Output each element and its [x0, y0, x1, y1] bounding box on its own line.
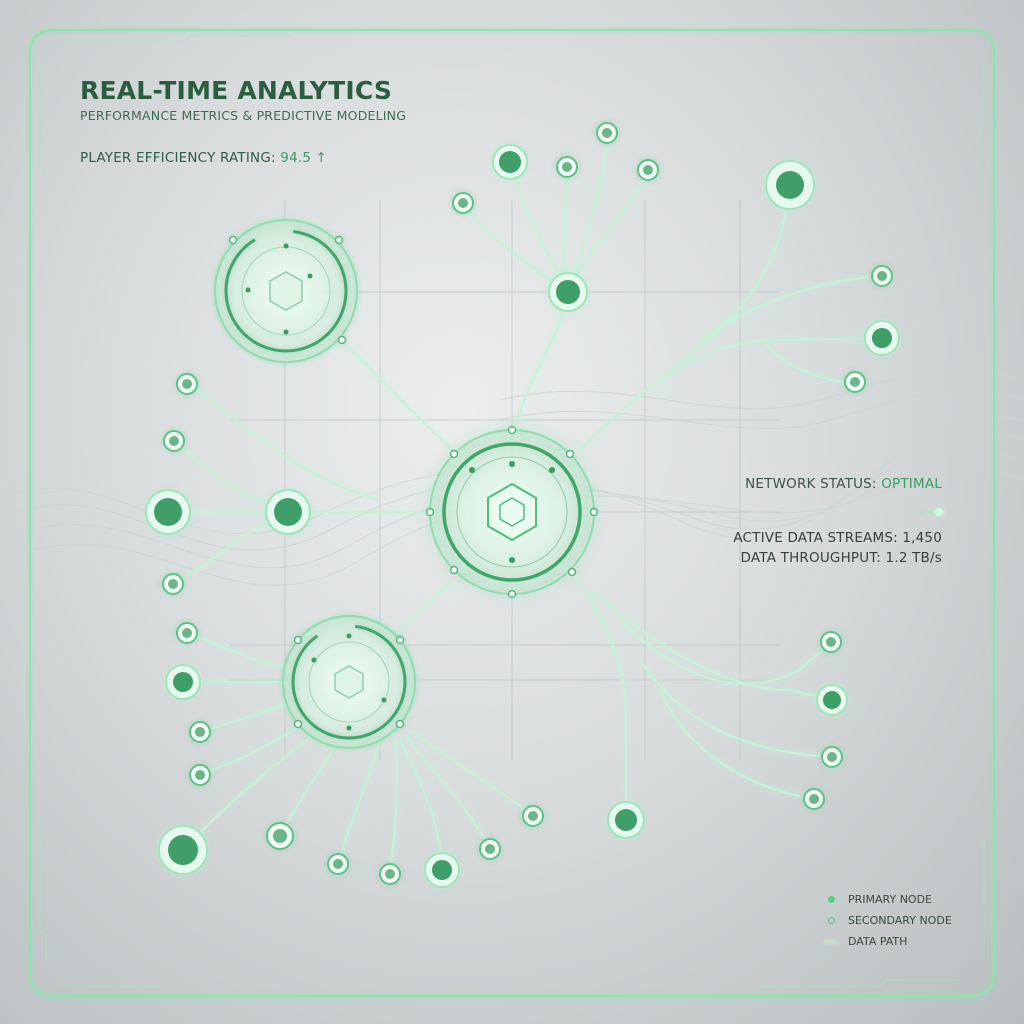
- status-label: NETWORK STATUS:: [745, 476, 877, 492]
- secondary-node: [452, 192, 474, 214]
- secondary-node: [162, 573, 184, 595]
- primary-node: [548, 272, 588, 312]
- primary-node: [765, 160, 815, 210]
- secondary-node: [844, 371, 866, 393]
- secondary-node: [189, 721, 211, 743]
- legend-primary-label: PRIMARY NODE: [848, 893, 932, 906]
- secondary-node: [596, 122, 618, 144]
- secondary-node: [163, 430, 185, 452]
- per-label: PLAYER EFFICIENCY RATING:: [80, 150, 276, 166]
- legend-secondary: SECONDARY NODE: [824, 910, 952, 931]
- primary-node: [607, 801, 645, 839]
- legend-path-label: DATA PATH: [848, 935, 908, 948]
- secondary-node: [379, 863, 401, 885]
- primary-node: [864, 320, 900, 356]
- secondary-node: [522, 805, 544, 827]
- secondary-node: [821, 746, 843, 768]
- player-efficiency-rating: PLAYER EFFICIENCY RATING: 94.5 ↑: [80, 150, 327, 166]
- top-left-hub-node: [214, 219, 358, 363]
- status-value: OPTIMAL: [881, 476, 942, 492]
- secondary-node-icon: [824, 915, 838, 927]
- secondary-node: [176, 622, 198, 644]
- page-subtitle: PERFORMANCE METRICS & PREDICTIVE MODELIN…: [80, 108, 407, 123]
- secondary-node: [637, 159, 659, 181]
- primary-node: [265, 489, 311, 535]
- secondary-node: [803, 788, 825, 810]
- data-throughput: DATA THROUGHPUT: 1.2 TB/s: [740, 550, 942, 566]
- frame-border: [29, 29, 995, 997]
- primary-node-icon: [824, 894, 838, 906]
- primary-node: [165, 664, 201, 700]
- secondary-node: [871, 265, 893, 287]
- primary-node: [816, 684, 848, 716]
- central-hub-node: [425, 425, 599, 599]
- primary-node: [424, 852, 460, 888]
- primary-node: [492, 144, 528, 180]
- primary-node: [158, 825, 208, 875]
- bottom-left-hub-node: [282, 615, 416, 749]
- status-signal: [920, 508, 943, 516]
- legend-path: DATA PATH: [824, 931, 952, 952]
- page-title: REAL-TIME ANALYTICS: [80, 76, 393, 105]
- legend-primary: PRIMARY NODE: [824, 889, 952, 910]
- secondary-node: [189, 764, 211, 786]
- data-path-icon: [824, 936, 838, 948]
- per-value: 94.5 ↑: [280, 150, 328, 166]
- legend-secondary-label: SECONDARY NODE: [848, 914, 952, 927]
- active-data-streams: ACTIVE DATA STREAMS: 1,450: [733, 530, 942, 546]
- secondary-nodes: [162, 122, 893, 885]
- network-status: NETWORK STATUS: OPTIMAL: [745, 476, 942, 492]
- secondary-node: [820, 631, 842, 653]
- primary-nodes: [145, 144, 900, 888]
- secondary-node: [176, 373, 198, 395]
- secondary-node: [556, 156, 578, 178]
- secondary-node: [479, 838, 501, 860]
- frame-inner: [39, 35, 985, 987]
- secondary-node: [266, 822, 294, 850]
- primary-node: [145, 489, 191, 535]
- legend: PRIMARY NODE SECONDARY NODE DATA PATH: [824, 889, 952, 952]
- secondary-node: [327, 853, 349, 875]
